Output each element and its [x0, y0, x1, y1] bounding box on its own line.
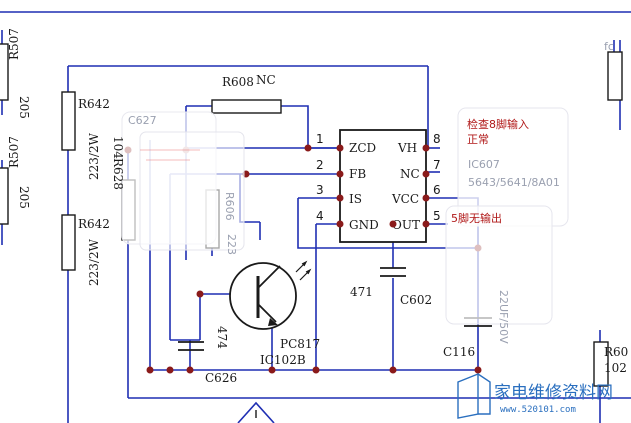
ic-pin2-num: 2	[316, 158, 324, 172]
label-c116-val: 22UF/50V	[497, 290, 510, 344]
label-pc817: PC817	[280, 337, 320, 351]
ic-pin6-name: VCC	[391, 192, 419, 206]
resistor-r60x	[593, 341, 609, 387]
watermark-url: www.520101.com	[500, 405, 576, 415]
note-pin5: 5脚无输出	[451, 211, 502, 225]
label-r606-val: 223	[225, 234, 238, 255]
label-r642-top-val: 223/2W	[87, 132, 101, 180]
capacitors	[178, 267, 492, 351]
label-r608: R608	[222, 75, 254, 89]
resistor-r608	[211, 99, 282, 114]
ic-pin5-num: 5	[433, 209, 441, 223]
label-r607-top: R507	[7, 28, 21, 60]
label-r642-bot: R642	[78, 217, 110, 231]
ic-pin7-num: 7	[433, 158, 441, 172]
label-r607-bot-val: 205	[17, 186, 31, 209]
resistor-r607-top	[0, 43, 9, 101]
ic-pin2-name: FB	[349, 167, 366, 181]
ic-pin1-name: ZCD	[349, 141, 376, 155]
label-ic-ref: IC607	[468, 158, 500, 171]
overlay-boxes	[121, 107, 569, 325]
label-r628: R628	[111, 158, 125, 190]
watermark-text: 家电维修资料网	[494, 383, 613, 403]
ic-pin8-name: VH	[397, 141, 417, 155]
ic-pin6-num: 6	[433, 183, 441, 197]
label-r642-bot-val: 223/2W	[87, 238, 101, 286]
label-r628-val: 104	[111, 136, 125, 159]
component-labels: R507 205 R507 205 R642 223/2W R642 223/2…	[7, 28, 628, 385]
label-edge: fc	[604, 40, 614, 53]
label-r60x-val: 102	[604, 361, 627, 375]
ic-body	[339, 129, 427, 243]
resistors	[0, 43, 623, 387]
ic-pin3-name: IS	[349, 192, 362, 206]
label-r642-top: R642	[78, 97, 110, 111]
label-r606: R606	[223, 192, 236, 221]
optocoupler-transistor	[229, 260, 312, 330]
ic-pin4-name: GND	[349, 218, 379, 232]
resistor-r642-bot	[61, 214, 76, 271]
resistor-edge	[607, 51, 623, 101]
label-c626-val: 474	[215, 326, 229, 349]
watermark-logo: 家电维修资料网 www.520101.com	[457, 372, 613, 419]
label-ic-part: 5643/5641/8A01	[468, 176, 560, 189]
wire-is-down	[297, 198, 478, 249]
ic-pin1-num: 1	[316, 132, 324, 146]
label-ic102b: IC102B	[260, 353, 306, 367]
ic-pin8-num: 8	[433, 132, 441, 146]
label-c116: C116	[443, 345, 475, 359]
ground-symbol	[237, 401, 275, 423]
label-c602-val: 471	[350, 285, 373, 299]
label-c602: C602	[400, 293, 432, 307]
note-pin8-line1: 检查8脚输入	[467, 117, 529, 131]
label-r607-top-val: 205	[17, 96, 31, 119]
label-r608-val: NC	[256, 73, 276, 87]
resistor-r642-top	[61, 91, 76, 151]
label-c627: C627	[128, 114, 157, 127]
ic-pin7-name: NC	[400, 167, 420, 181]
label-r607-bot: R507	[7, 136, 21, 168]
label-r60x: R60	[604, 345, 628, 359]
label-c626: C626	[205, 371, 237, 385]
ic-pin3-num: 3	[316, 183, 324, 197]
ic-pin4-num: 4	[316, 209, 324, 223]
note-pin8-line2: 正常	[467, 133, 489, 146]
ic-pin5-name: OUT	[392, 218, 420, 232]
resistor-r607-bot	[0, 167, 9, 225]
wire-r608-r	[281, 105, 309, 148]
